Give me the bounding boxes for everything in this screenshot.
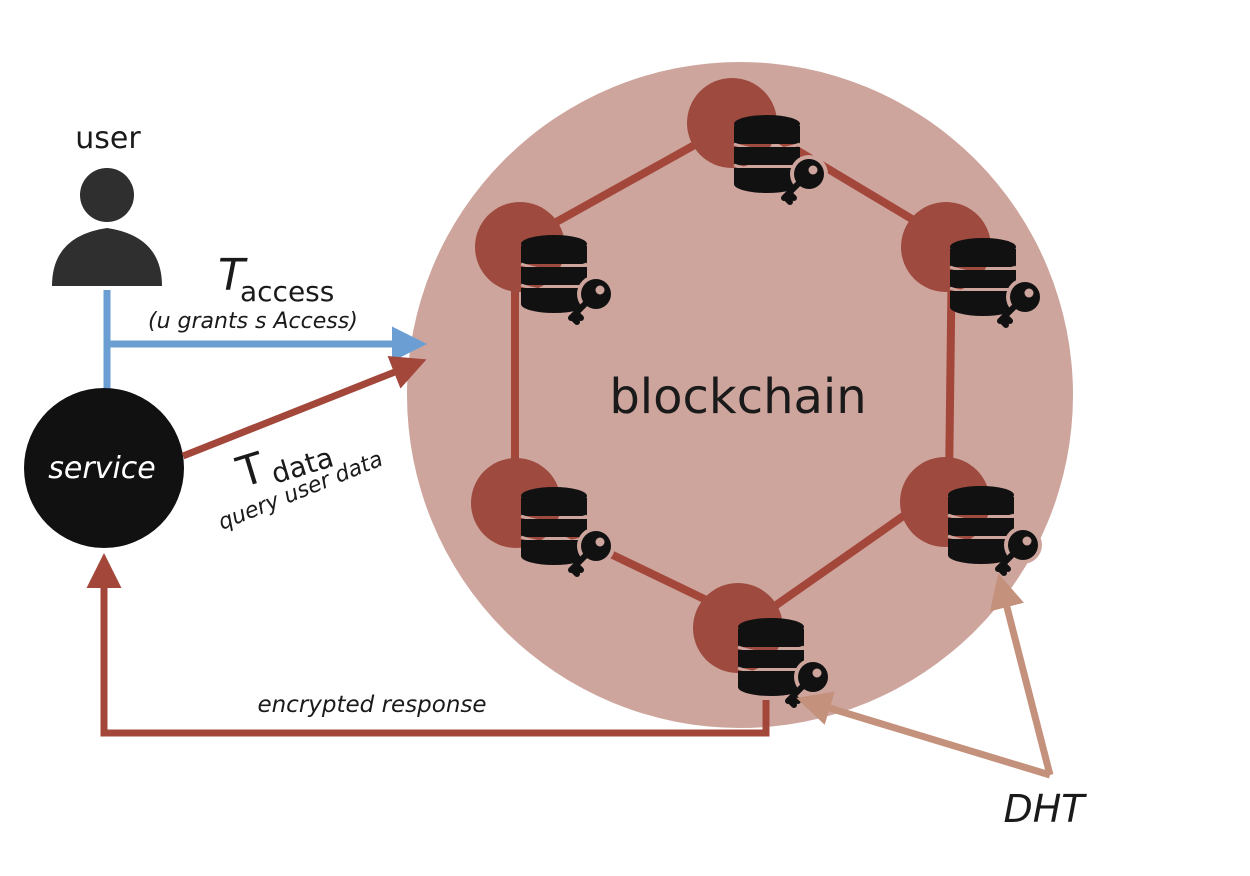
person-icon (52, 168, 162, 286)
dht-arrow (796, 691, 1052, 779)
encrypted-response-label: encrypted response (257, 692, 486, 718)
t-data-symbol: T (230, 443, 270, 498)
node-circle (687, 78, 777, 168)
blockchain-label: blockchain (609, 369, 866, 425)
dht-label: DHT (1003, 787, 1087, 831)
t-data-arrow (181, 356, 427, 460)
node-circle (901, 202, 991, 292)
t-access-subscript: access (240, 275, 334, 308)
t-access-description: (u grants s Access) (148, 309, 358, 334)
t-access-symbol: T (218, 250, 248, 301)
service-label: service (48, 451, 155, 486)
user-label: user (75, 121, 141, 156)
dht-arrow (990, 573, 1054, 776)
encrypted-response-arrow (86, 553, 770, 737)
service-node (24, 388, 184, 548)
